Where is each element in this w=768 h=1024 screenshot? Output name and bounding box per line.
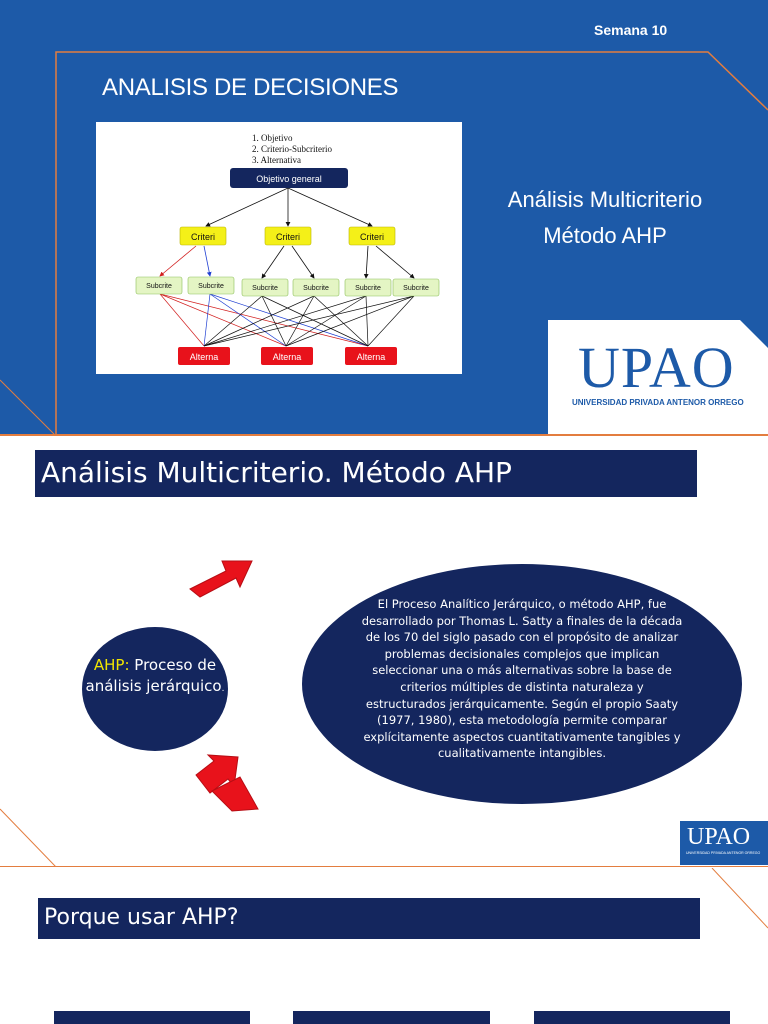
hierarchy-svg: 1. Objetivo 2. Criterio-Subcriterio 3. A… — [135, 133, 440, 365]
slide-1-decoration — [0, 51, 768, 436]
slide-1-title: ANALISIS DE DECISIONES — [102, 74, 399, 101]
list-item-3: 3. Alternativa — [252, 155, 301, 165]
criteria-label-2: Criteri — [276, 232, 300, 242]
slide-1-subtitle: Análisis Multicriterio Método AHP — [470, 182, 740, 254]
alternative-label-1: Alterna — [190, 352, 219, 362]
subcriteria-label-2: Subcrite — [198, 283, 224, 290]
ahp-dot: . — [221, 684, 225, 694]
criteria-label-3: Criteri — [360, 232, 384, 242]
criteria-label-1: Criteri — [191, 232, 215, 242]
ahp-description-text: El Proceso Analítico Jerárquico, o métod… — [361, 597, 683, 761]
week-label: Semana 10 — [594, 22, 668, 38]
subcriteria-label-6: Subcrite — [403, 285, 429, 292]
content-box-3 — [534, 1011, 730, 1024]
upao-logo-small-box — [680, 821, 768, 865]
subcriteria-label-4: Subcrite — [303, 285, 329, 292]
ahp-definition-text: AHP: Proceso de análisis jerárquico. — [82, 655, 228, 700]
upao-logo-subtitle: UNIVERSIDAD PRIVADA ANTENOR ORREGO — [572, 398, 744, 407]
subtitle-line-1: Análisis Multicriterio — [507, 187, 703, 212]
content-box-1 — [54, 1011, 250, 1024]
slide-2: Análisis Multicriterio. Método AHP AHP: … — [0, 437, 768, 867]
ahp-prefix: AHP: — [93, 656, 130, 674]
slide-3-decoration — [711, 868, 768, 929]
goal-box — [230, 168, 348, 188]
upao-logo-small-subtitle: UNIVERSIDAD PRIVADA ANTENOR ORREGO — [686, 851, 761, 855]
subcriteria-label-3: Subcrite — [252, 285, 278, 292]
subcriteria-label-1: Subcrite — [146, 283, 172, 290]
goal-label: Objetivo general — [256, 174, 322, 184]
alternative-label-2: Alterna — [273, 352, 302, 362]
ahp-definition: Proceso de análisis jerárquico — [85, 656, 222, 695]
alternative-label-3: Alterna — [357, 352, 386, 362]
upao-logo: UPAO — [578, 335, 735, 400]
slide-2-decoration — [0, 560, 259, 867]
ahp-definition-ellipse — [82, 627, 228, 751]
subtitle-line-2: Método AHP — [543, 223, 667, 248]
arrow-up-right-icon — [189, 560, 253, 598]
slide-3: Porque usar AHP? — [0, 868, 768, 1024]
subcriteria-label-5: Subcrite — [355, 285, 381, 292]
slide-2-bottom-rule — [0, 866, 768, 867]
content-box-2 — [293, 1011, 490, 1024]
upao-logo-small: UPAO — [687, 824, 751, 850]
slide-1-bottom-rule — [0, 434, 768, 436]
ahp-description-ellipse — [302, 564, 742, 804]
list-item-1: 1. Objetivo — [252, 133, 293, 143]
slide-2-title: Análisis Multicriterio. Método AHP — [35, 450, 697, 497]
arrow-down-right-icon — [195, 754, 259, 812]
list-item-2: 2. Criterio-Subcriterio — [252, 144, 332, 154]
slide-1: Semana 10 ANALISIS DE DECISIONES Análisi… — [0, 0, 768, 436]
slide-3-title: Porque usar AHP? — [38, 898, 700, 939]
ahp-hierarchy-diagram: 1. Objetivo 2. Criterio-Subcriterio 3. A… — [96, 122, 462, 374]
